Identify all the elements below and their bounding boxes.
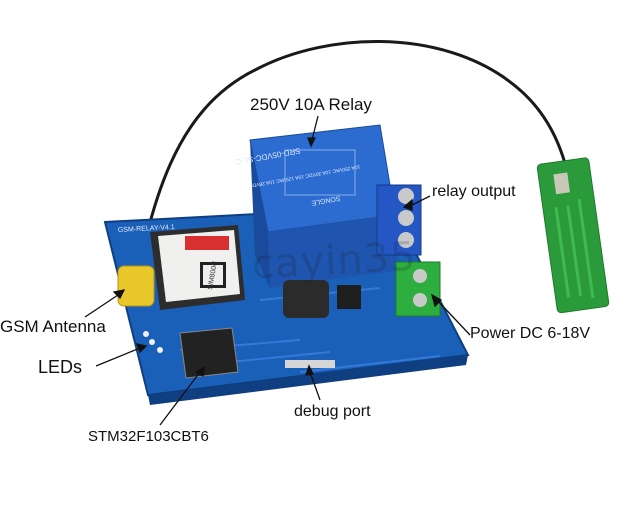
module-text: SIM800C [207,260,219,290]
relay-top-text: SRD-05VDC-SL-C [234,146,301,166]
debug-header [285,360,335,368]
power-label: Power DC 6-18V [470,325,591,342]
relay [249,124,398,288]
antenna-connector [117,265,155,307]
antenna-cable [128,39,570,319]
inductor [283,280,329,318]
gsm-antenna-label: GSM Antenna [0,317,106,336]
relay-terminal [376,184,422,256]
relay-output-label: relay output [432,183,516,200]
antenna-pcb [536,157,610,314]
led [157,347,163,353]
gsm-module [150,225,245,310]
led [143,331,149,337]
debug-port-label: debug port [294,403,371,420]
regulator-chip [337,285,361,309]
power-terminal [395,261,441,317]
relay-label: 250V 10A Relay [250,95,372,114]
relay-rating-text: 10A 250VAC 10A 30VDC 10A 125VAC 10A 28VD… [248,163,361,189]
mcu-label: STM32F103CBT6 [88,428,209,445]
leds-label: LEDs [38,357,83,377]
led [149,339,155,345]
relay-brand-text: SONGLE [311,194,341,206]
mcu-chip [179,327,239,379]
silkscreen-text: GSM-RELAY-V4.1 [118,224,175,234]
